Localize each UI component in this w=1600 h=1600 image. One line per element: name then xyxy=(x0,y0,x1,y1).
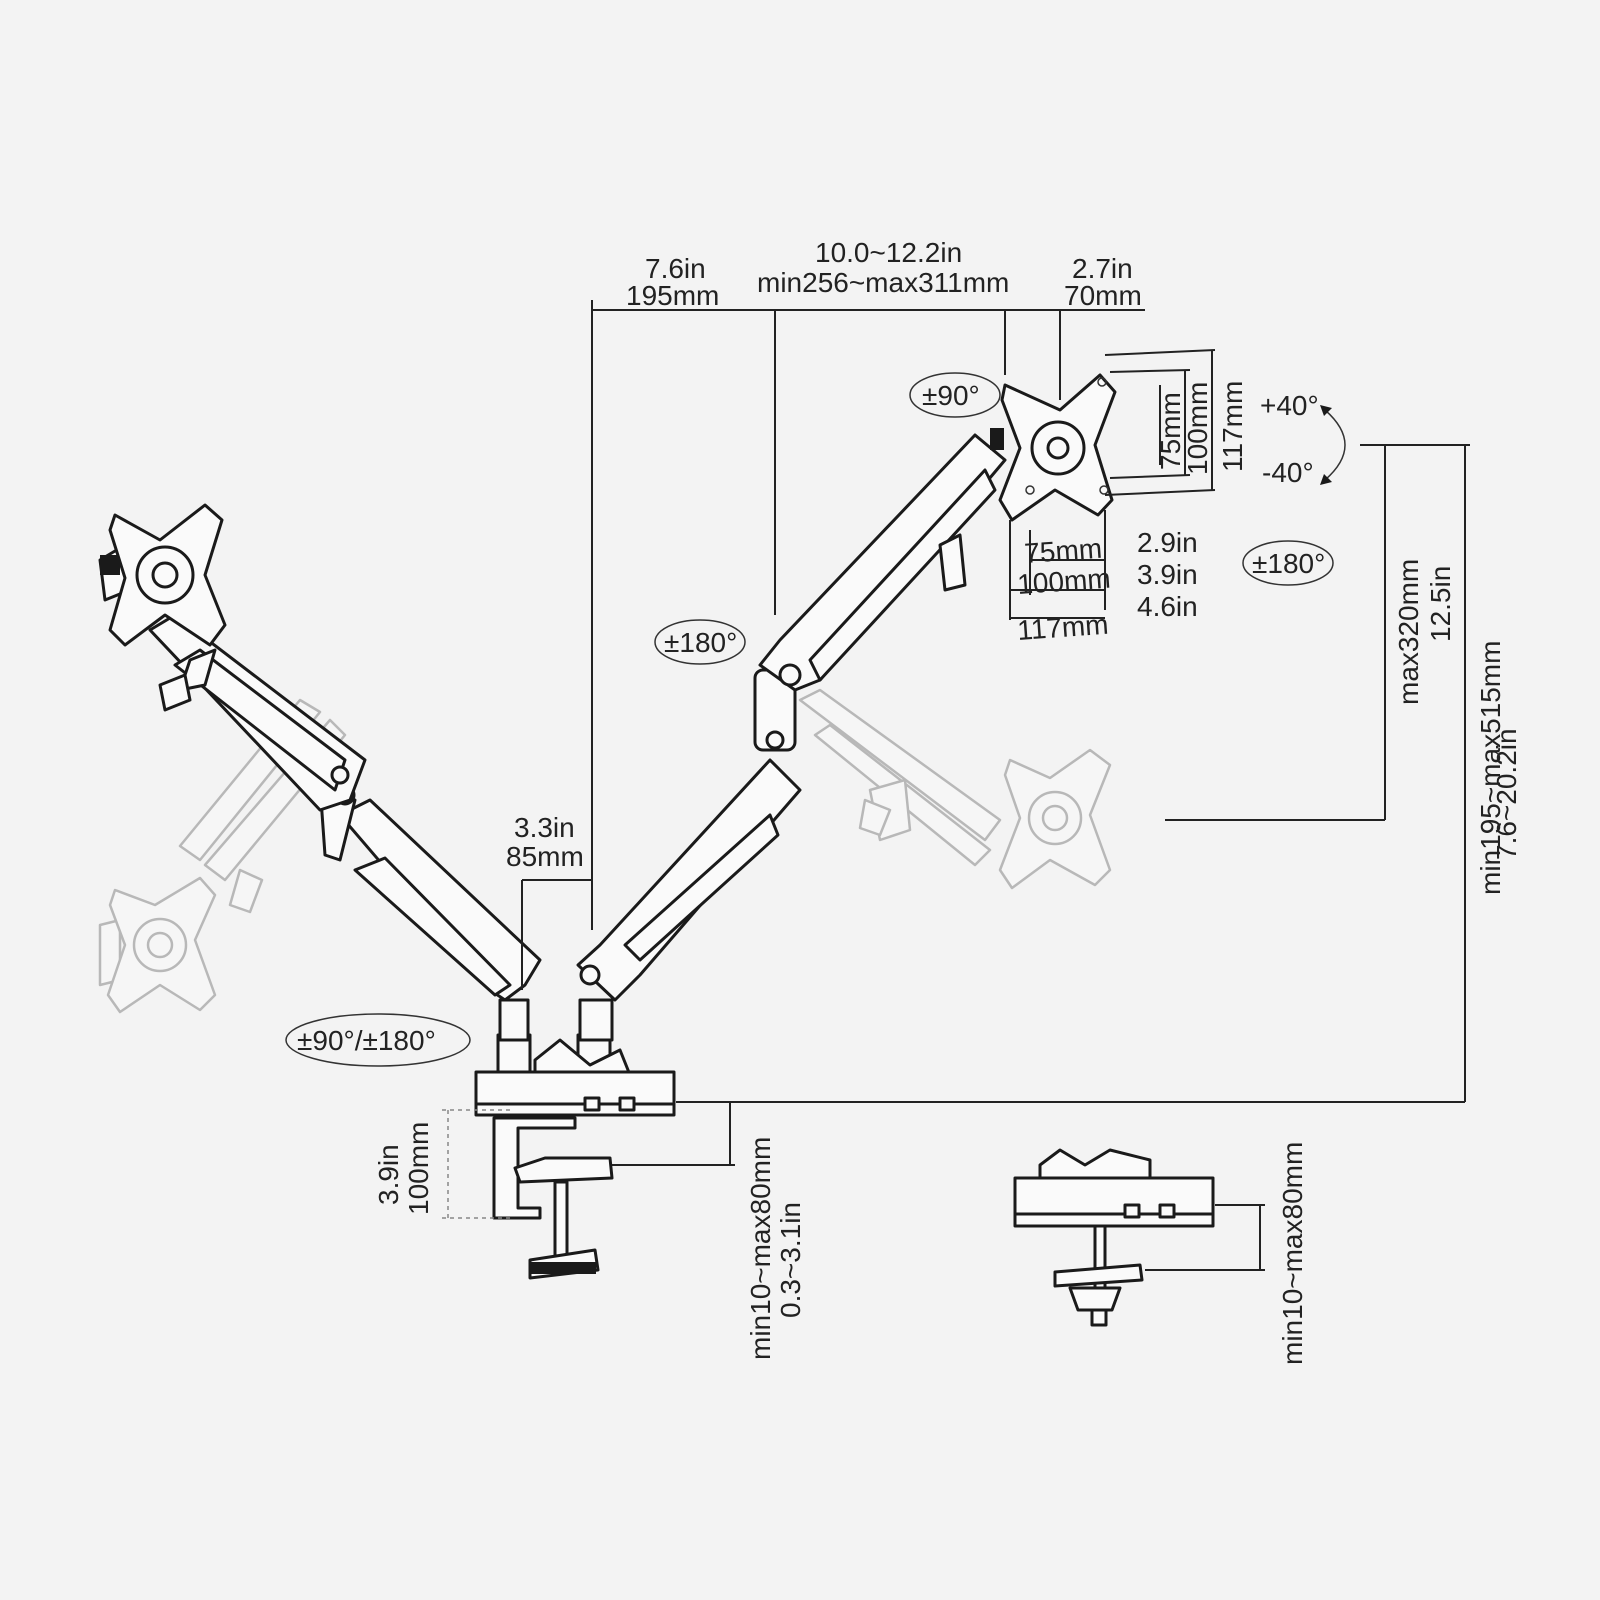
label-vesa-h-75: 75mm xyxy=(1023,533,1103,569)
label-rotate-plate: ±90° xyxy=(922,380,980,411)
label-clamp-depth-in: 3.9in xyxy=(373,1144,404,1205)
base-assembly xyxy=(474,1033,676,1117)
label-vesa-h-100: 100mm xyxy=(1016,563,1111,600)
label-tilt-down: -40° xyxy=(1262,457,1314,488)
label-swivel-base: ±90°/±180° xyxy=(297,1025,436,1056)
label-pole-offset-mm: 85mm xyxy=(506,841,584,872)
label-top-mid-in: 10.0~12.2in xyxy=(815,237,962,268)
rotation-arcs xyxy=(285,372,1346,1067)
label-tilt-up: +40° xyxy=(1260,390,1319,421)
label-height-max: max320mm xyxy=(1393,559,1424,705)
rotation-labels: +40° -40° ±90° ±180° ±180° ±90°/±180° xyxy=(297,380,1325,1056)
label-vesa-in-39: 3.9in xyxy=(1137,559,1198,590)
label-height-max-in: 12.5in xyxy=(1425,566,1456,642)
label-clamp-thickness: min10~max80mm xyxy=(745,1137,776,1360)
label-grommet-thickness: min10~max80mm xyxy=(1277,1142,1308,1365)
label-top-right-mm: 70mm xyxy=(1064,280,1142,311)
ghost-left-plate xyxy=(106,876,217,1014)
right-arm xyxy=(576,428,1007,1042)
label-vesa-in-29: 2.9in xyxy=(1137,527,1198,558)
label-top-left-in: 7.6in xyxy=(645,253,706,284)
label-vesa-v-117: 117mm xyxy=(1217,381,1248,472)
right-vesa-plate xyxy=(998,373,1117,522)
label-swivel-arm: ±180° xyxy=(664,627,737,658)
label-height-range-in: 7.6~20.2in xyxy=(1491,728,1522,860)
label-top-right-in: 2.7in xyxy=(1072,253,1133,284)
left-arm xyxy=(98,543,542,1042)
label-vesa-in-46: 4.6in xyxy=(1137,591,1198,622)
label-height-range: min195~max515mm xyxy=(1475,641,1506,895)
ghost-right-arm xyxy=(798,688,1002,867)
label-vesa-h-117: 117mm xyxy=(1016,609,1109,646)
label-vesa-v-75: 75mm xyxy=(1155,392,1186,470)
label-clamp-depth-mm: 100mm xyxy=(403,1122,434,1215)
desk-clamp xyxy=(492,1116,614,1280)
label-top-mid-mm: min256~max311mm xyxy=(757,267,1009,298)
label-top-left-mm: 195mm xyxy=(626,280,719,311)
dimension-lines xyxy=(442,300,1470,1271)
label-pole-offset-in: 3.3in xyxy=(514,812,575,843)
ghost-right-plate xyxy=(998,748,1112,890)
dimension-labels: 7.6in 195mm 10.0~12.2in min256~max311mm … xyxy=(373,237,1522,1365)
left-vesa-plate xyxy=(108,503,227,647)
label-vesa-v-100: 100mm xyxy=(1182,382,1213,475)
label-clamp-thickness-in: 0.3~3.1in xyxy=(775,1202,806,1318)
grommet-mount xyxy=(1013,1148,1215,1327)
label-swivel-head: ±180° xyxy=(1252,548,1325,579)
